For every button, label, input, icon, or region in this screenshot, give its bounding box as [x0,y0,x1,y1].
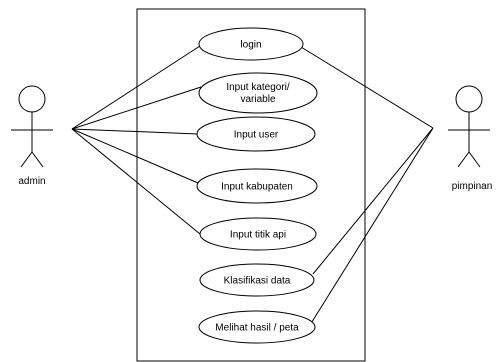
use-case-input-kabupaten: Input kabupaten [196,168,318,204]
use-case-klasifikasi-data-label: Klasifikasi data [224,276,291,287]
actor-left-leg [457,151,470,168]
actor-admin-label: admin [18,176,45,187]
use-case-klasifikasi-data: Klasifikasi data [199,263,315,297]
use-case-input-titik-api: Input titik api [199,217,317,251]
association-pimpinan-login [300,46,434,129]
use-case-melihat-hasil-label: Melihat hasil / peta [215,323,299,334]
use-case-input-kategori-label-line1: Input kategori/ [226,82,290,93]
association-admin-input-kategori [71,86,202,130]
use-case-input-user-label: Input user [234,130,279,141]
actor-head [18,85,46,113]
system-boundary [136,8,366,362]
actor-admin: admin [11,85,53,187]
use-case-login-label: login [240,40,261,51]
association-admin-input-titik-api [71,128,201,235]
actor-left-leg [20,151,33,168]
actor-pimpinan: pimpinan [448,85,493,192]
use-case-input-titik-api-label: Input titik api [230,230,286,241]
actor-right-leg [31,151,44,168]
actor-pimpinan-label: pimpinan [452,181,493,192]
use-case-input-kabupaten-label: Input kabupaten [221,182,293,193]
use-case-input-user: Input user [196,116,316,152]
association-pimpinan-klasifikasi-data [312,127,434,275]
use-case-input-kategori: Input kategori/ variable [198,72,318,114]
actor-right-leg [468,151,481,168]
actor-head [455,85,483,113]
association-admin-input-user [71,128,199,135]
use-case-login: login [198,27,304,61]
association-admin-login [71,43,204,130]
association-admin-input-kabupaten [71,128,199,184]
use-case-melihat-hasil: Melihat hasil / peta [198,310,316,344]
use-case-input-kategori-label-line2: variable [240,94,275,105]
association-pimpinan-melihat-hasil [309,127,434,326]
